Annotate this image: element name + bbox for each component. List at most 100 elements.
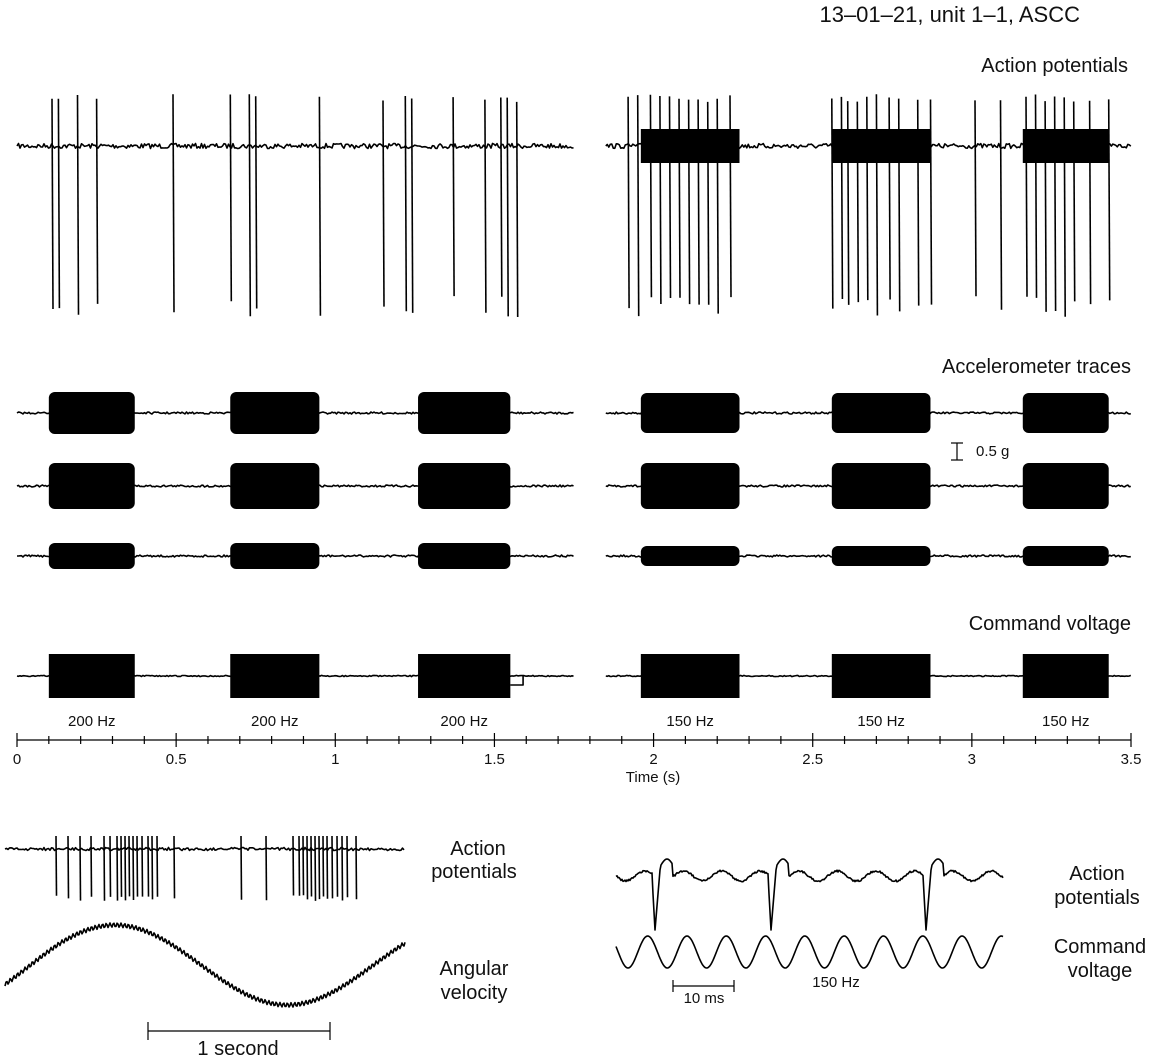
cmd-burst-2	[418, 654, 511, 698]
stim-label-2: 200 Hz	[440, 713, 488, 730]
accel-burst-1-3	[640, 463, 740, 509]
inset-right-scale-label: 10 ms	[684, 990, 725, 1007]
inset-left-spike-30	[341, 835, 344, 901]
accel-burst-0-2	[418, 392, 511, 434]
inset-left-spike-2	[79, 835, 82, 901]
accel-burst-2-3	[640, 546, 740, 566]
inset-left-spike-21	[302, 835, 305, 896]
accel-burst-1-2	[418, 463, 511, 509]
spike-39	[999, 100, 1003, 310]
spike-12	[452, 97, 455, 297]
spike-43	[1053, 96, 1057, 312]
inset-right	[615, 858, 1004, 969]
spike-11	[404, 95, 408, 312]
spike-18	[636, 95, 640, 317]
accel-burst-2-4	[831, 546, 931, 566]
accel-scale-bar: 0.5 g	[951, 442, 1009, 461]
accel-scale-label: 0.5 g	[976, 443, 1009, 460]
inset-left-spike-8	[124, 835, 127, 901]
spike-9	[382, 100, 385, 307]
x-tick-label-6: 3	[968, 751, 976, 768]
accel-burst-0-4	[831, 393, 931, 433]
inset-left-spike-10	[132, 835, 135, 901]
spike-20	[659, 95, 662, 305]
spike-10	[410, 98, 414, 313]
inset-left-spike-12	[141, 835, 144, 897]
cmd-burst-1	[230, 654, 320, 698]
stim-label-5: 150 Hz	[1042, 713, 1090, 730]
spike-15	[506, 97, 509, 317]
x-tick-label-2: 1	[331, 751, 339, 768]
cmd-burst-3	[640, 654, 740, 698]
ap-baseline-0	[16, 142, 574, 150]
inset-left-spike-17	[240, 835, 243, 900]
spike-33	[875, 94, 879, 316]
spike-16	[515, 101, 519, 318]
spike-4	[172, 94, 175, 313]
accel-burst-2-5	[1022, 546, 1109, 566]
inset-left	[4, 835, 406, 1008]
spike-28	[831, 98, 834, 309]
inset-right-cmd-label-2: voltage	[1068, 960, 1133, 982]
x-tick-label-0: 0	[13, 751, 21, 768]
inset-left-spike-7	[120, 835, 123, 897]
spike-7	[254, 96, 258, 309]
action-potential-traces	[16, 94, 1132, 318]
accel-burst-0-5	[1022, 393, 1109, 433]
inset-left-scale-label: 1 second	[197, 1038, 278, 1060]
ap-noise-burst-3	[640, 129, 740, 163]
ap-noise-burst-4	[831, 129, 931, 163]
spike-32	[866, 96, 869, 301]
inset-right-freq-label: 150 Hz	[812, 974, 860, 991]
spike-31	[856, 101, 860, 303]
stim-label-1: 200 Hz	[251, 713, 299, 730]
figure-title: 13–01–21, unit 1–1, ASCC	[819, 2, 1080, 27]
spike-26	[716, 98, 719, 314]
inset-right-cmd-label-1: Command	[1054, 936, 1146, 958]
spike-27	[729, 95, 732, 298]
inset-right-ap-label-2: potentials	[1054, 887, 1140, 909]
inset-left-spike-20	[298, 835, 301, 896]
inset-left-spike-15	[156, 835, 159, 897]
inset-left-spike-28	[331, 835, 334, 899]
ap-noise-burst-5	[1022, 129, 1109, 163]
inset-left-vel-label-2: velocity	[441, 982, 508, 1004]
inset-left-vel-label-1: Angular	[440, 958, 509, 980]
spike-41	[1034, 94, 1038, 298]
inset-left-scale-bar: 1 second	[147, 1022, 331, 1060]
x-tick-label-3: 1.5	[484, 751, 505, 768]
inset-left-spike-23	[310, 835, 313, 897]
x-axis-label: Time (s)	[626, 769, 680, 786]
spike-13	[484, 99, 487, 313]
inset-left-spike-6	[116, 835, 119, 901]
x-tick-label-4: 2	[649, 751, 657, 768]
spike-5	[229, 94, 233, 302]
angular-velocity-trace	[4, 922, 406, 1008]
label-command-voltage: Command voltage	[969, 613, 1131, 635]
accel-burst-0-1	[230, 392, 320, 434]
inset-left-spike-27	[326, 835, 329, 899]
spike-35	[897, 98, 901, 312]
spike-22	[678, 98, 681, 298]
accel-burst-2-2	[418, 543, 511, 569]
spike-14	[500, 97, 503, 297]
spike-40	[1025, 96, 1028, 297]
stim-label-0: 200 Hz	[68, 713, 116, 730]
accel-burst-2-0	[48, 543, 135, 569]
stim-label-3: 150 Hz	[666, 713, 714, 730]
spike-44	[1063, 97, 1066, 317]
inset-left-spike-13	[147, 835, 150, 897]
spike-6	[248, 94, 252, 317]
inset-left-spike-22	[306, 835, 309, 900]
cmd-step	[510, 676, 524, 686]
spike-3	[95, 98, 99, 304]
inset-left-spike-1	[67, 835, 70, 899]
x-tick-label-1: 0.5	[166, 751, 187, 768]
spike-23	[687, 99, 691, 305]
inset-left-ap-label-1: Action	[450, 838, 506, 860]
spike-34	[888, 97, 891, 300]
spike-21	[668, 96, 672, 299]
spike-30	[846, 101, 850, 305]
